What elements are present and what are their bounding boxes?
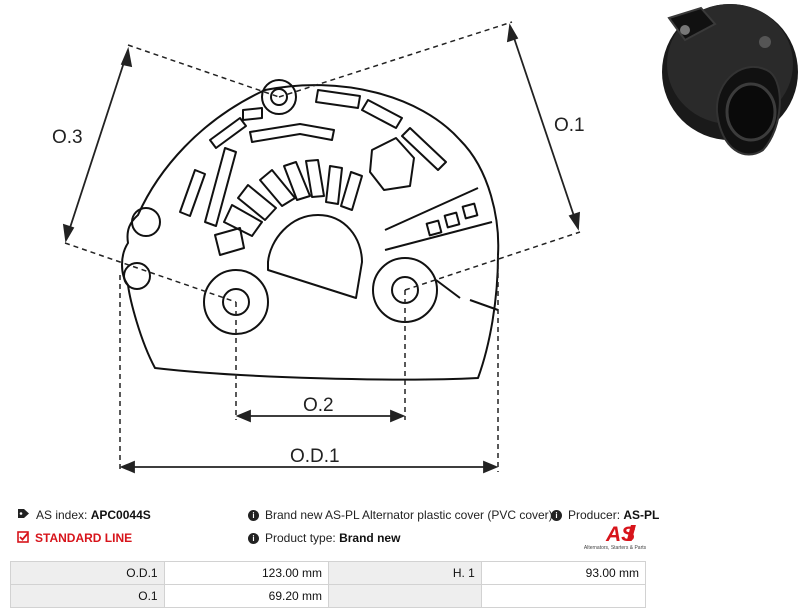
product-description: Brand new AS-PL Alternator plastic cover… [265,508,553,522]
product-photo [662,4,798,156]
spec-key: O.1 [10,584,165,608]
spec-value: 69.20 mm [163,584,330,608]
product-type-row: i Product type: Brand new [248,531,400,546]
spec-value [480,584,647,608]
producer-label: Producer: [568,508,621,522]
spec-table: O.D.1 123.00 mm H. 1 93.00 mm O.1 69.20 … [10,561,647,608]
dim-label-o3: O.3 [52,127,83,148]
terminal-square [461,202,479,220]
as-index-row: AS index: APC0044S [17,508,151,523]
spec-key: O.D.1 [10,561,165,585]
terminal-square [425,219,443,237]
producer-row: i Producer: AS-PL [551,508,659,523]
dim-label-o1: O.1 [554,115,585,136]
checkbox-checked-icon [17,531,29,547]
left-lower-hole [123,262,151,290]
standard-line-label: STANDARD LINE [35,531,133,546]
terminal-square [443,211,461,229]
dim-label-o2: O.2 [303,395,334,416]
as-index-value: APC0044S [90,508,151,522]
spec-value: 123.00 mm [163,561,330,585]
table-row: O.D.1 123.00 mm H. 1 93.00 mm [10,561,647,585]
dim-label-od1: O.D.1 [290,446,340,467]
table-row: O.1 69.20 mm [10,584,647,608]
cover-technical-drawing: O.3 O.1 O.2 O.D.1 [52,21,585,474]
info-icon: i [551,510,562,522]
info-icon: i [248,533,259,545]
spec-key: H. 1 [328,561,482,585]
tag-icon [17,508,30,523]
as-pl-logo: AS Alternators, Starters & Parts [580,521,650,553]
top-mounting-hole [261,79,297,115]
description-row: i Brand new AS-PL Alternator plastic cove… [248,508,553,523]
dim-line-o1 [509,25,579,229]
info-icon: i [248,510,259,522]
as-index-label: AS index: [36,508,88,522]
dim-line-o3 [65,49,129,241]
producer-value: AS-PL [623,508,660,522]
line-row: STANDARD LINE [17,531,132,547]
spec-key [328,584,482,608]
regulator-window [369,137,415,191]
central-pocket [267,214,363,299]
logo-tagline: Alternators, Starters & Parts [583,545,647,551]
left-upper-hole [131,207,161,237]
product-type-value: Brand new [339,531,401,545]
spec-value: 93.00 mm [480,561,647,585]
product-type-label: Product type: [265,531,336,545]
cover-outline [121,84,500,381]
